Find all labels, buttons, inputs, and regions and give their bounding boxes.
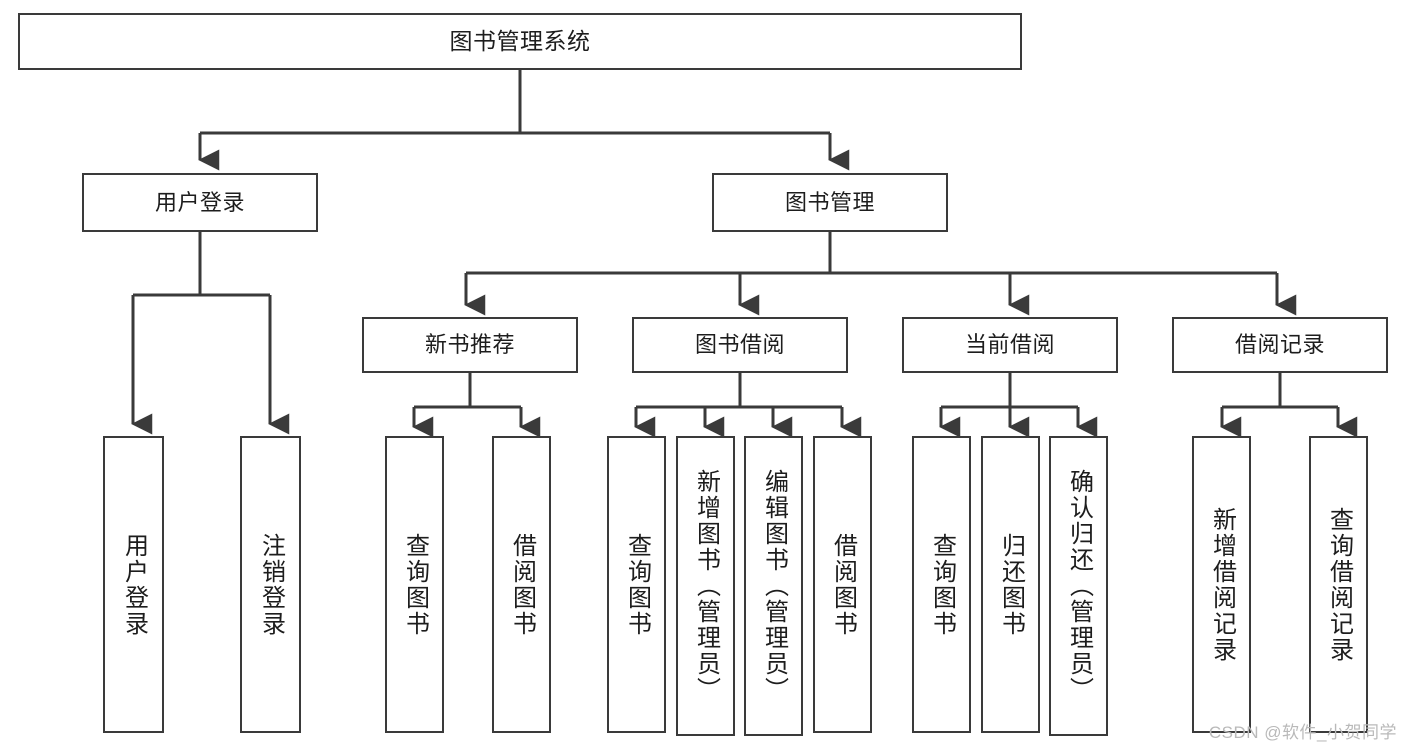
node-user-login[interactable]: 用户登录 xyxy=(82,173,318,232)
leaf-add-record-label: 新增借阅记录 xyxy=(1208,506,1236,663)
node-book-manage[interactable]: 图书管理 xyxy=(712,173,948,232)
node-root-label: 图书管理系统 xyxy=(449,27,591,54)
leaf-query-book-1-label: 查询图书 xyxy=(401,532,429,637)
leaf-borrow-book-2[interactable]: 借阅图书 xyxy=(813,436,872,733)
node-book-borrow-label: 图书借阅 xyxy=(694,332,785,358)
leaf-add-book[interactable]: 新增图书（管理员） xyxy=(676,436,735,736)
leaf-return-book-label: 归还图书 xyxy=(997,532,1025,637)
node-new-book-rec-label: 新书推荐 xyxy=(424,332,515,358)
leaf-query-book-2[interactable]: 查询图书 xyxy=(607,436,666,733)
node-user-login-label: 用户登录 xyxy=(154,189,245,215)
node-root[interactable]: 图书管理系统 xyxy=(18,13,1022,70)
leaf-borrow-book-1[interactable]: 借阅图书 xyxy=(492,436,551,733)
leaf-borrow-book-2-label: 借阅图书 xyxy=(829,532,857,637)
leaf-edit-book-label: 编辑图书（管理员） xyxy=(760,469,788,703)
leaf-borrow-book-1-label: 借阅图书 xyxy=(508,532,536,637)
node-current-borrow-label: 当前借阅 xyxy=(964,332,1055,358)
node-book-borrow[interactable]: 图书借阅 xyxy=(632,317,848,373)
leaf-confirm-return-label: 确认归还（管理员） xyxy=(1065,469,1093,703)
leaf-add-record[interactable]: 新增借阅记录 xyxy=(1192,436,1251,733)
leaf-user-login[interactable]: 用户登录 xyxy=(103,436,164,733)
node-current-borrow[interactable]: 当前借阅 xyxy=(902,317,1118,373)
leaf-query-book-3[interactable]: 查询图书 xyxy=(912,436,971,733)
node-book-manage-label: 图书管理 xyxy=(784,189,875,215)
leaf-logout[interactable]: 注销登录 xyxy=(240,436,301,733)
leaf-query-book-1[interactable]: 查询图书 xyxy=(385,436,444,733)
watermark: CSDN @软件_小贺同学 xyxy=(1208,723,1397,742)
leaf-logout-label: 注销登录 xyxy=(257,532,285,637)
leaf-return-book[interactable]: 归还图书 xyxy=(981,436,1040,733)
leaf-add-book-label: 新增图书（管理员） xyxy=(692,469,720,703)
leaf-edit-book[interactable]: 编辑图书（管理员） xyxy=(744,436,803,736)
leaf-query-book-3-label: 查询图书 xyxy=(928,532,956,637)
node-borrow-record[interactable]: 借阅记录 xyxy=(1172,317,1388,373)
leaf-user-login-label: 用户登录 xyxy=(120,532,148,637)
leaf-query-record-label: 查询借阅记录 xyxy=(1325,506,1353,663)
leaf-confirm-return[interactable]: 确认归还（管理员） xyxy=(1049,436,1108,736)
leaf-query-book-2-label: 查询图书 xyxy=(623,532,651,637)
node-borrow-record-label: 借阅记录 xyxy=(1234,332,1325,358)
node-new-book-rec[interactable]: 新书推荐 xyxy=(362,317,578,373)
leaf-query-record[interactable]: 查询借阅记录 xyxy=(1309,436,1368,733)
